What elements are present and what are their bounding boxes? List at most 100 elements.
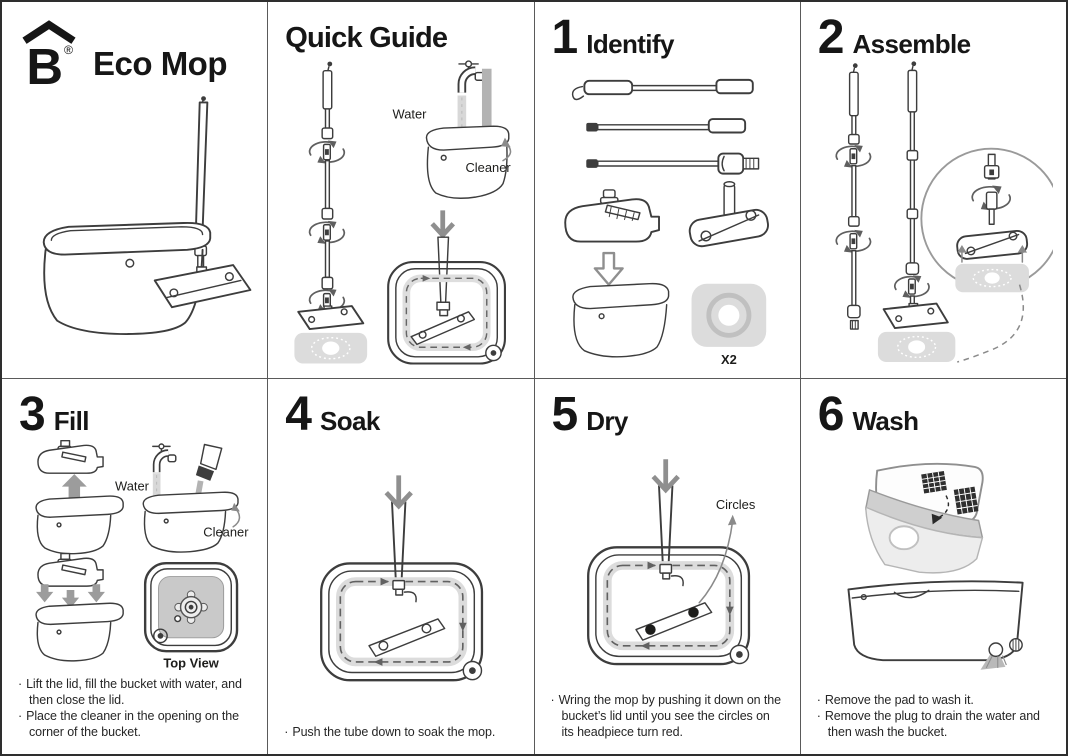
roof-b-logo-icon: B ® bbox=[22, 20, 76, 86]
faucet-icon bbox=[457, 60, 485, 93]
circles-pointer-line bbox=[697, 519, 733, 604]
mop-pad bbox=[955, 263, 1029, 293]
headpiece-circle-indicator bbox=[644, 623, 656, 635]
mop-tube bbox=[437, 236, 450, 303]
step-number: 5 bbox=[551, 387, 579, 441]
down-arrow-icon bbox=[384, 474, 414, 510]
bucket-drain-diagram bbox=[847, 579, 1024, 670]
bucket-side-view bbox=[425, 125, 510, 199]
bucket-top-view bbox=[586, 545, 750, 665]
step-title: Dry bbox=[586, 405, 628, 436]
step-title: Wash bbox=[852, 405, 919, 436]
velcro-patch bbox=[953, 486, 979, 514]
mop-tube bbox=[657, 484, 673, 565]
panel-quick-guide: Quick Guide bbox=[268, 2, 534, 378]
cleaner-label: Cleaner bbox=[466, 160, 512, 175]
circles-label: Circles bbox=[715, 497, 754, 512]
step-title: Assemble bbox=[852, 29, 971, 59]
bucket-side-view bbox=[142, 491, 239, 553]
panel-step-2-assemble: 2 Assemble bbox=[800, 2, 1066, 378]
pole-assembled bbox=[877, 61, 956, 363]
up-arrow-icon bbox=[61, 473, 87, 500]
panel-step-6-wash: 6 Wash bbox=[800, 378, 1066, 754]
panel-logo: B ® Eco Mop bbox=[2, 2, 268, 378]
rotation-arrow-icon bbox=[835, 229, 872, 253]
assemble-illustration bbox=[814, 60, 1053, 372]
step-number: 2 bbox=[817, 11, 845, 64]
water-label: Water bbox=[393, 107, 428, 122]
down-arrow-icon bbox=[430, 210, 456, 239]
step-header: 4 Soak bbox=[285, 390, 516, 438]
velcro-patch bbox=[920, 470, 947, 493]
cover-illustration bbox=[15, 86, 254, 372]
step-title: Soak bbox=[319, 405, 380, 436]
headpiece-circle-indicator bbox=[687, 606, 699, 618]
pole-segment-with-loop bbox=[571, 78, 754, 101]
lid-lift-diagram bbox=[35, 439, 124, 554]
water-label: Water bbox=[115, 478, 150, 493]
soak-illustration bbox=[281, 437, 520, 722]
step-header: 5 Dry bbox=[551, 387, 783, 441]
pad-quantity-label: X2 bbox=[720, 352, 736, 367]
panel-step-4-soak: 4 Soak bbox=[268, 378, 534, 754]
bucket-side-view bbox=[571, 282, 669, 358]
rotation-arrow-icon bbox=[893, 275, 930, 298]
product-name: Eco Mop bbox=[93, 45, 228, 82]
bucket-top-view bbox=[387, 261, 507, 365]
top-view-label: Top View bbox=[163, 655, 219, 670]
logo-letter: B bbox=[26, 38, 63, 86]
step-number: 6 bbox=[817, 387, 845, 441]
fill-illustration: Water Cleaner bbox=[15, 437, 254, 674]
instruction-line: ·Remove the plug to drain the water and … bbox=[816, 708, 1040, 739]
bucket-top-view bbox=[320, 561, 484, 681]
brand-header: B ® Eco Mop bbox=[17, 20, 252, 86]
identify-illustration: X2 bbox=[548, 60, 787, 372]
panel-step-5-dry: 5 Dry bbox=[534, 378, 800, 754]
instruction-line: ·Push the tube down to soak the mop. bbox=[284, 724, 496, 739]
soak-instructions: ·Push the tube down to soak the mop. bbox=[281, 722, 520, 748]
step-header: 2 Assemble bbox=[817, 11, 1049, 64]
quick-guide-title: Quick Guide bbox=[285, 22, 448, 54]
step-header: 1 Identify bbox=[551, 11, 783, 64]
rotation-arrow-icon bbox=[309, 220, 346, 244]
pole-segment-threaded bbox=[585, 152, 759, 175]
rotation-arrow-icon bbox=[835, 144, 872, 168]
down-arrow-icon bbox=[651, 458, 680, 493]
fill-instructions: ·Lift the lid, fill the bucket with wate… bbox=[15, 674, 254, 749]
wash-instructions: ·Remove the pad to wash it. ·Remove the … bbox=[814, 690, 1053, 748]
panel-step-3-fill: 3 Fill bbox=[2, 378, 268, 754]
panel-step-1-identify: 1 Identify bbox=[534, 2, 800, 378]
brand-logo: B ® bbox=[17, 20, 81, 86]
lid-close-diagram bbox=[35, 552, 124, 662]
step-header: 3 Fill bbox=[19, 387, 250, 441]
mop-tube bbox=[391, 500, 407, 582]
step-title: Identify bbox=[586, 29, 674, 59]
pole-assembly-left bbox=[835, 63, 872, 330]
down-arrow-icon bbox=[61, 589, 80, 608]
drain-hole bbox=[988, 641, 1003, 657]
bucket-lid bbox=[563, 189, 660, 243]
mop-pad bbox=[691, 283, 766, 347]
step-number: 1 bbox=[551, 11, 579, 64]
bucket-top-view bbox=[143, 561, 239, 652]
mop-headpiece bbox=[688, 181, 769, 248]
quick-guide-illustration: Water Cleaner bbox=[281, 55, 520, 372]
instruction-line: ·Lift the lid, fill the bucket with wate… bbox=[18, 676, 242, 707]
dry-instructions: ·Wring the mop by pushing it down on the… bbox=[548, 690, 787, 748]
step-title: Fill bbox=[53, 405, 90, 436]
step-header: 6 Wash bbox=[817, 387, 1049, 441]
step-number: 3 bbox=[19, 387, 46, 441]
cleaner-label: Cleaner bbox=[203, 524, 249, 539]
instruction-line: ·Wring the mop by pushing it down on the… bbox=[550, 692, 782, 739]
cleaner-stream bbox=[482, 68, 492, 138]
down-arrow-icon bbox=[36, 583, 54, 602]
mop-pad bbox=[877, 331, 956, 363]
mop-head bbox=[153, 264, 252, 309]
pole-segment-middle bbox=[585, 118, 746, 134]
inset-leader-line bbox=[956, 284, 1024, 363]
dry-illustration: Circles bbox=[548, 437, 787, 690]
registered-mark: ® bbox=[64, 43, 73, 57]
down-arrow-icon bbox=[593, 251, 624, 286]
exploded-pole bbox=[294, 61, 368, 364]
